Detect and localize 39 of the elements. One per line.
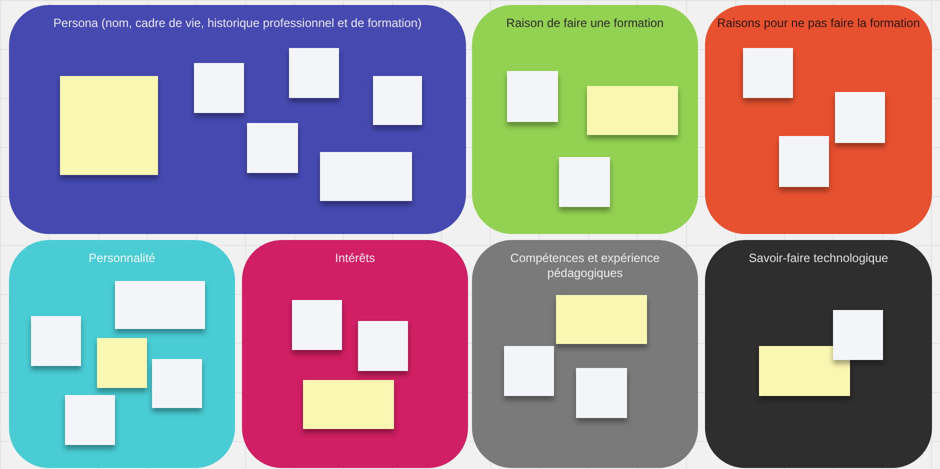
- sticky-note: [779, 136, 829, 187]
- sticky-note: [835, 92, 885, 143]
- sticky-note: [60, 76, 158, 175]
- sticky-note: [373, 76, 422, 125]
- sticky-note: [556, 295, 647, 344]
- category-panel: [9, 5, 466, 234]
- sticky-note: [358, 321, 408, 371]
- category-panel: [472, 240, 698, 468]
- sticky-note: [292, 300, 342, 350]
- sticky-note: [576, 368, 627, 418]
- sticky-note: [115, 281, 205, 329]
- sticky-note: [320, 152, 412, 201]
- sticky-note: [303, 380, 394, 429]
- sticky-note: [97, 338, 147, 388]
- sticky-note: [31, 316, 81, 366]
- category-panel: [472, 5, 698, 234]
- category-panel: [9, 240, 235, 468]
- sticky-note: [759, 346, 850, 396]
- sticky-note: [504, 346, 554, 396]
- category-panel: [242, 240, 468, 468]
- sticky-note: [289, 48, 339, 98]
- sticky-note: [559, 157, 610, 207]
- category-panel: [705, 5, 932, 234]
- sticky-note: [65, 395, 115, 445]
- sticky-note: [247, 123, 298, 173]
- panel-title: Compétences et expérience pédagogiques: [509, 251, 661, 281]
- category-panel: [705, 240, 932, 468]
- sticky-note: [194, 63, 244, 113]
- panel-title: Intérêts: [334, 251, 376, 266]
- sticky-note: [743, 48, 793, 98]
- panel-title: Raison de faire une formation: [506, 16, 664, 31]
- panel-title: Personnalité: [88, 251, 156, 266]
- panel-title: Persona (nom, cadre de vie, historique professionnel et de formation): [53, 16, 422, 31]
- panel-title: Savoir-faire technologique: [748, 251, 888, 266]
- sticky-note: [152, 359, 202, 408]
- sticky-note: [833, 310, 883, 360]
- panel-title: Raisons pour ne pas faire la formation: [717, 16, 920, 31]
- sticky-note: [587, 86, 678, 135]
- sticky-note: [507, 71, 558, 122]
